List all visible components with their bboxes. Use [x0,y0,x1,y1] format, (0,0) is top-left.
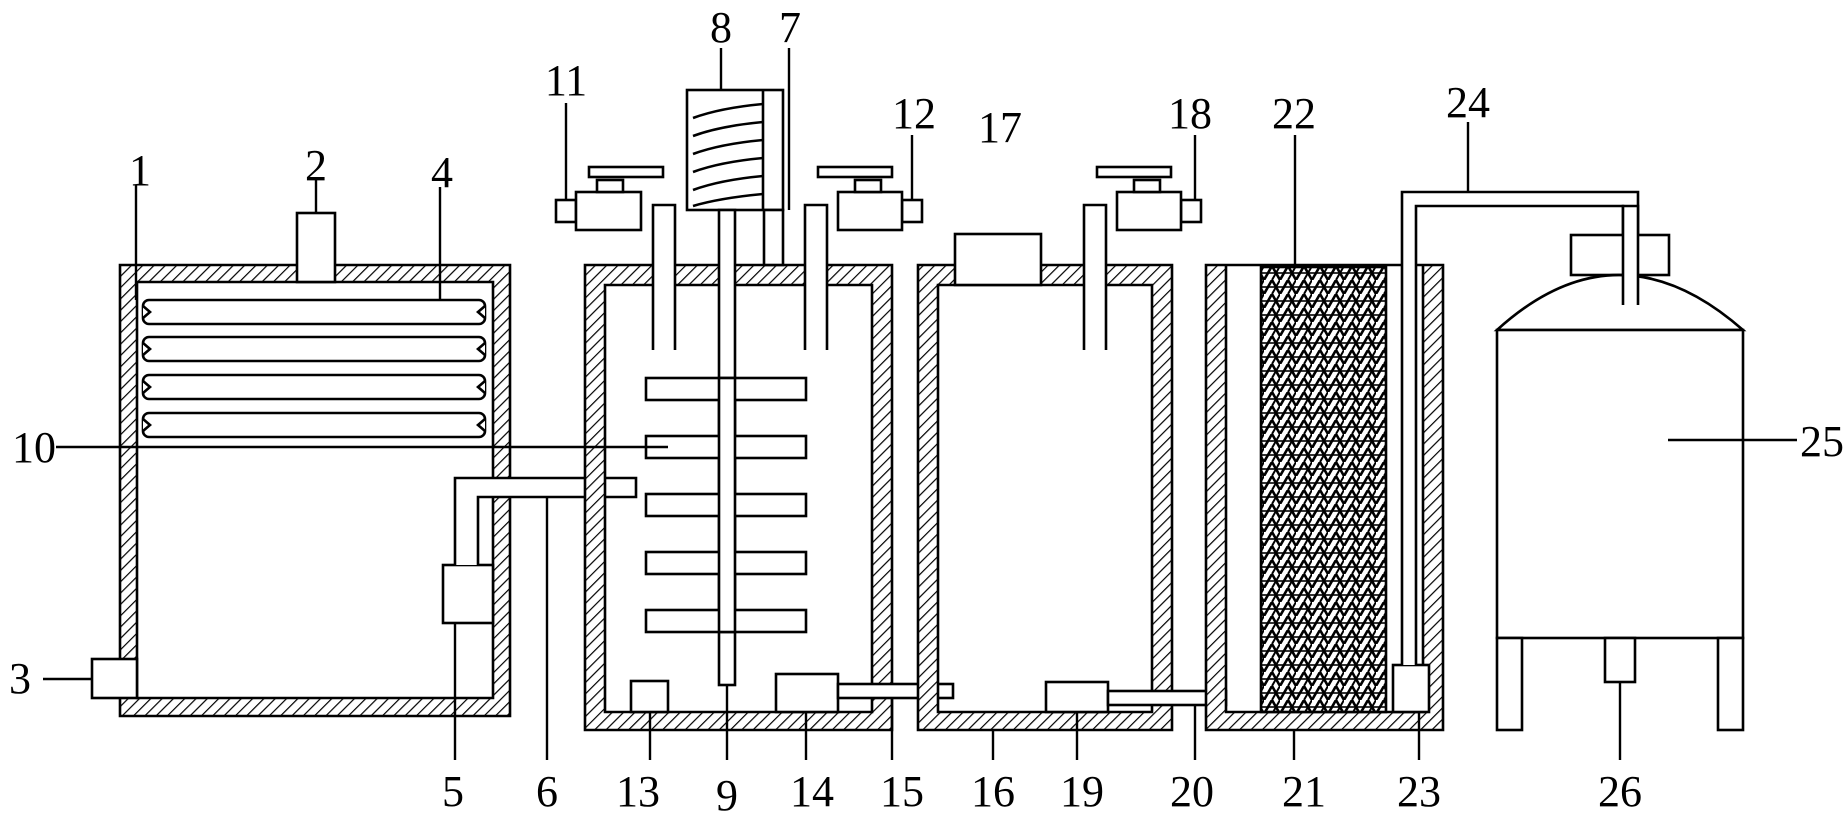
sensor-13 [629,679,670,714]
motor-coil [692,102,764,208]
tank-3 [916,263,1174,732]
top-inlet-2 [295,211,337,284]
valve-18 [1082,165,1203,350]
label-26: 26 [1598,767,1642,816]
label-14: 14 [790,767,834,816]
pump-5 [441,563,495,625]
pump-23 [1391,663,1431,714]
label-19: 19 [1060,767,1104,816]
label-16: 16 [971,767,1015,816]
pump-19 [1044,680,1110,714]
pump-14 [774,672,840,714]
label-18: 18 [1168,89,1212,138]
label-9: 9 [716,771,738,817]
label-20: 20 [1170,767,1214,816]
label-10: 10 [12,423,56,472]
label-15: 15 [880,767,924,816]
label-7: 7 [779,3,801,52]
drain-3 [90,657,139,700]
transfer-pipe-6 [453,476,638,565]
label-22: 22 [1272,89,1316,138]
label-3: 3 [9,654,31,703]
bracket-7 [762,208,785,267]
label-24: 24 [1446,78,1490,127]
valve-11 [554,165,677,350]
label-17: 17 [978,103,1022,152]
label-8: 8 [710,3,732,52]
valve-12 [803,165,924,350]
label-12: 12 [892,89,936,138]
lamp-tubes-4 [141,298,487,439]
leader-lines [43,48,1797,760]
storage-vessel-25 [1493,233,1747,732]
label-11: 11 [545,56,587,105]
dosing-box-17 [953,232,1043,287]
label-23: 23 [1397,767,1441,816]
tank-1 [118,263,512,718]
label-13: 13 [616,767,660,816]
label-2: 2 [305,141,327,190]
label-4: 4 [431,148,453,197]
label-1: 1 [129,146,151,195]
label-21: 21 [1282,767,1326,816]
label-5: 5 [442,767,464,816]
label-25: 25 [1800,417,1844,466]
labels: 1 2 4 3 5 6 10 11 8 7 12 17 18 22 24 25 … [9,3,1844,817]
filter-media-22 [1259,265,1388,714]
label-6: 6 [536,767,558,816]
